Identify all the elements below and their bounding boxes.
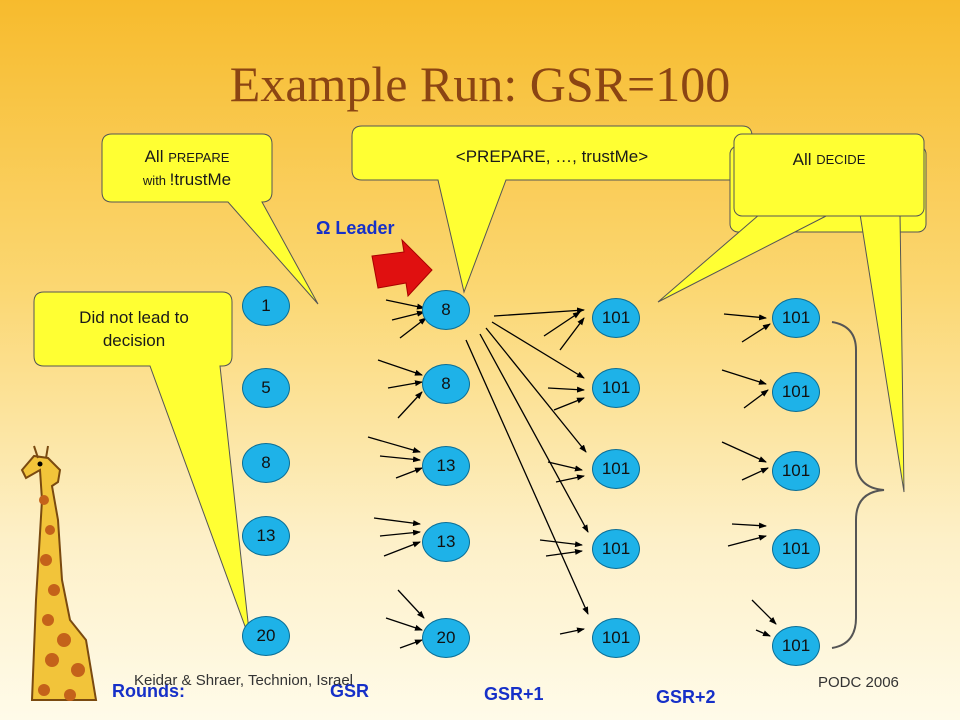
callout-prepare-all-keyword: PREPARE: [168, 150, 230, 166]
omega-leader-label: Ω Leader: [316, 218, 395, 238]
node-gsr1-3: 101: [592, 449, 640, 489]
callout-decide-keyword: DECIDE: [816, 152, 866, 168]
gsr-plus-1-label: GSR+1: [484, 684, 544, 704]
node-r1-3: 8: [242, 443, 290, 483]
callout-prepare-all-prefix: All: [144, 147, 169, 167]
node-r1-2: 5: [242, 368, 290, 408]
rounds-label: Rounds:: [112, 681, 185, 701]
arrows-to-column-3: [539, 311, 585, 635]
callout-prepare-msg-text: <PREPARE, …, trustMe>: [455, 146, 649, 166]
node-gsr1-4: 101: [592, 529, 640, 569]
leader-arrow: [371, 238, 433, 298]
node-r1-4: 13: [242, 516, 290, 556]
node-gsr-1: 8: [422, 290, 470, 330]
node-gsr-3: 13: [422, 446, 470, 486]
callout-prepare-all-text: All PREPARE with !trustMe: [104, 138, 270, 200]
callout-no-decision-text: Did not lead to decision: [79, 308, 189, 350]
slide-title: Example Run: GSR=100: [229, 56, 731, 112]
callout-prepare-all-bubble: [101, 133, 319, 305]
callout-decide-text: All DECIDE: [734, 140, 924, 180]
node-gsr1-5: 101: [592, 618, 640, 658]
gsr-label: GSR: [330, 681, 370, 701]
node-gsr-4: 13: [422, 522, 470, 562]
callout-decide-prefix: All: [792, 149, 812, 169]
column-4-brace: [831, 321, 885, 649]
callout-no-decision-bubble: [33, 291, 251, 641]
node-r1-1: 1: [242, 286, 290, 326]
node-gsr-2: 8: [422, 364, 470, 404]
node-gsr2-5: 101: [772, 626, 820, 666]
node-gsr2-3: 101: [772, 451, 820, 491]
callout-prepare-all-trustme: !trustMe: [169, 170, 232, 189]
giraffe-logo: [20, 445, 98, 701]
node-gsr-5: 20: [422, 618, 470, 658]
leader-broadcast-arrows: [465, 307, 589, 615]
footer-authors: Keidar & Shraer, Technion, Israel: [134, 672, 354, 689]
node-gsr1-2: 101: [592, 368, 640, 408]
callout-decide-bubble-tail-1: [657, 213, 831, 303]
node-gsr1-1: 101: [592, 298, 640, 338]
arrows-to-column-4: [721, 313, 777, 637]
callout-prepare-all-with: with: [142, 173, 170, 188]
node-gsr2-1: 101: [772, 298, 820, 338]
callout-prepare-msg-bubble: [351, 125, 753, 294]
gsr-plus-2-label: GSR+2: [656, 687, 716, 707]
footer-conference: PODC 2006: [818, 674, 899, 691]
arrows-to-column-2: [367, 299, 427, 649]
node-gsr2-2: 101: [772, 372, 820, 412]
callout-decide-bubble-tail-2: [859, 213, 905, 493]
node-gsr2-4: 101: [772, 529, 820, 569]
node-r1-5: 20: [242, 616, 290, 656]
callout-decide-bubble: [733, 133, 925, 217]
